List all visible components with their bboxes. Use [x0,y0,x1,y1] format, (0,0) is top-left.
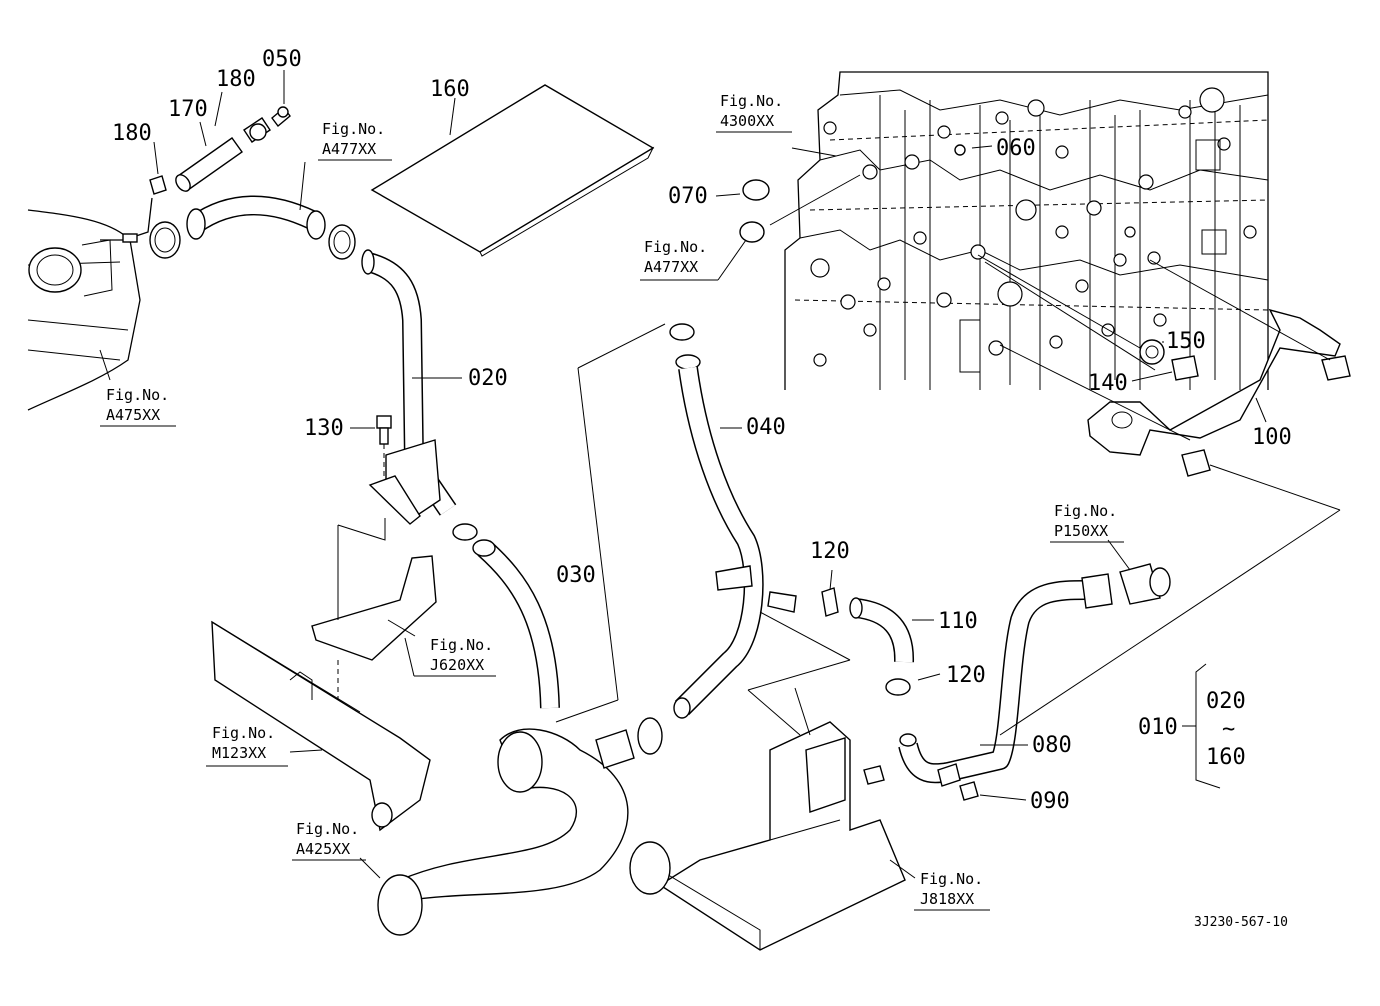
label-180-top: 180 [216,67,256,92]
figref-a477-mid: A477XX [644,258,698,276]
label-130: 130 [304,416,344,441]
range-tilde: ~ [1222,717,1235,742]
label-050: 050 [262,47,302,72]
hose-110 [767,569,915,696]
drawing-number: 3J230-567-10 [1194,915,1288,930]
fitting-070 [739,144,966,243]
label-170: 170 [168,97,208,122]
bracket-j620 [311,518,437,720]
label-030: 030 [556,563,596,588]
bolt-130 [376,415,392,480]
figref-a477-top-label: Fig.No. [322,120,385,138]
figref-m123-label: Fig.No. [212,724,275,742]
label-150: 150 [1166,329,1206,354]
part-labels: 050 180 170 180 160 020 130 030 040 060 … [112,47,1292,814]
pipe-020 [361,249,460,525]
hose-030 [452,523,560,709]
figref-a425-label: Fig.No. [296,820,359,838]
engine-block [784,71,1269,390]
upper-hose-a477 [186,161,356,260]
range-from: 020 [1206,689,1246,714]
bracket-100 [1087,259,1351,477]
figref-a475-label: Fig.No. [106,386,169,404]
frame-m123 [211,620,431,832]
label-100: 100 [1252,425,1292,450]
figref-4300-label: Fig.No. [720,92,783,110]
label-leaders [350,145,1267,801]
label-140: 140 [1088,371,1128,396]
figref-p150: P150XX [1054,522,1108,540]
label-120-top: 120 [810,539,850,564]
label-180: 180 [112,121,152,146]
label-080: 080 [1032,733,1072,758]
label-060: 060 [996,136,1036,161]
leader-lines [99,147,1341,879]
figure-references: Fig.No. A477XX Fig.No. 4300XX Fig.No. A4… [100,92,1124,911]
sheet-part-160 [370,84,655,257]
figref-m123: M123XX [212,744,266,762]
figref-j620-label: Fig.No. [430,636,493,654]
pipe-080 [898,563,1171,801]
figref-j818: J818XX [920,890,974,908]
figref-p150-label: Fig.No. [1054,502,1117,520]
hose-a425 [377,717,663,936]
label-120: 120 [946,663,986,688]
figref-a477-mid-label: Fig.No. [644,238,707,256]
figref-4300: 4300XX [720,112,774,130]
label-110: 110 [938,609,978,634]
label-090: 090 [1030,789,1070,814]
range-to: 160 [1206,745,1246,770]
plug-140 [977,254,1199,381]
bracket-j818 [629,687,906,951]
label-160: 160 [430,77,470,102]
figref-j818-label: Fig.No. [920,870,983,888]
figref-a475: A475XX [106,406,160,424]
label-010: 010 [1138,715,1178,740]
label-040: 040 [746,415,786,440]
figref-a477-top: A477XX [322,140,376,158]
label-070: 070 [668,184,708,209]
figref-a425: A425XX [296,840,350,858]
pipe-040 [669,323,764,719]
figref-j620: J620XX [430,656,484,674]
hose-170-set [122,70,291,259]
label-020: 020 [468,366,508,391]
